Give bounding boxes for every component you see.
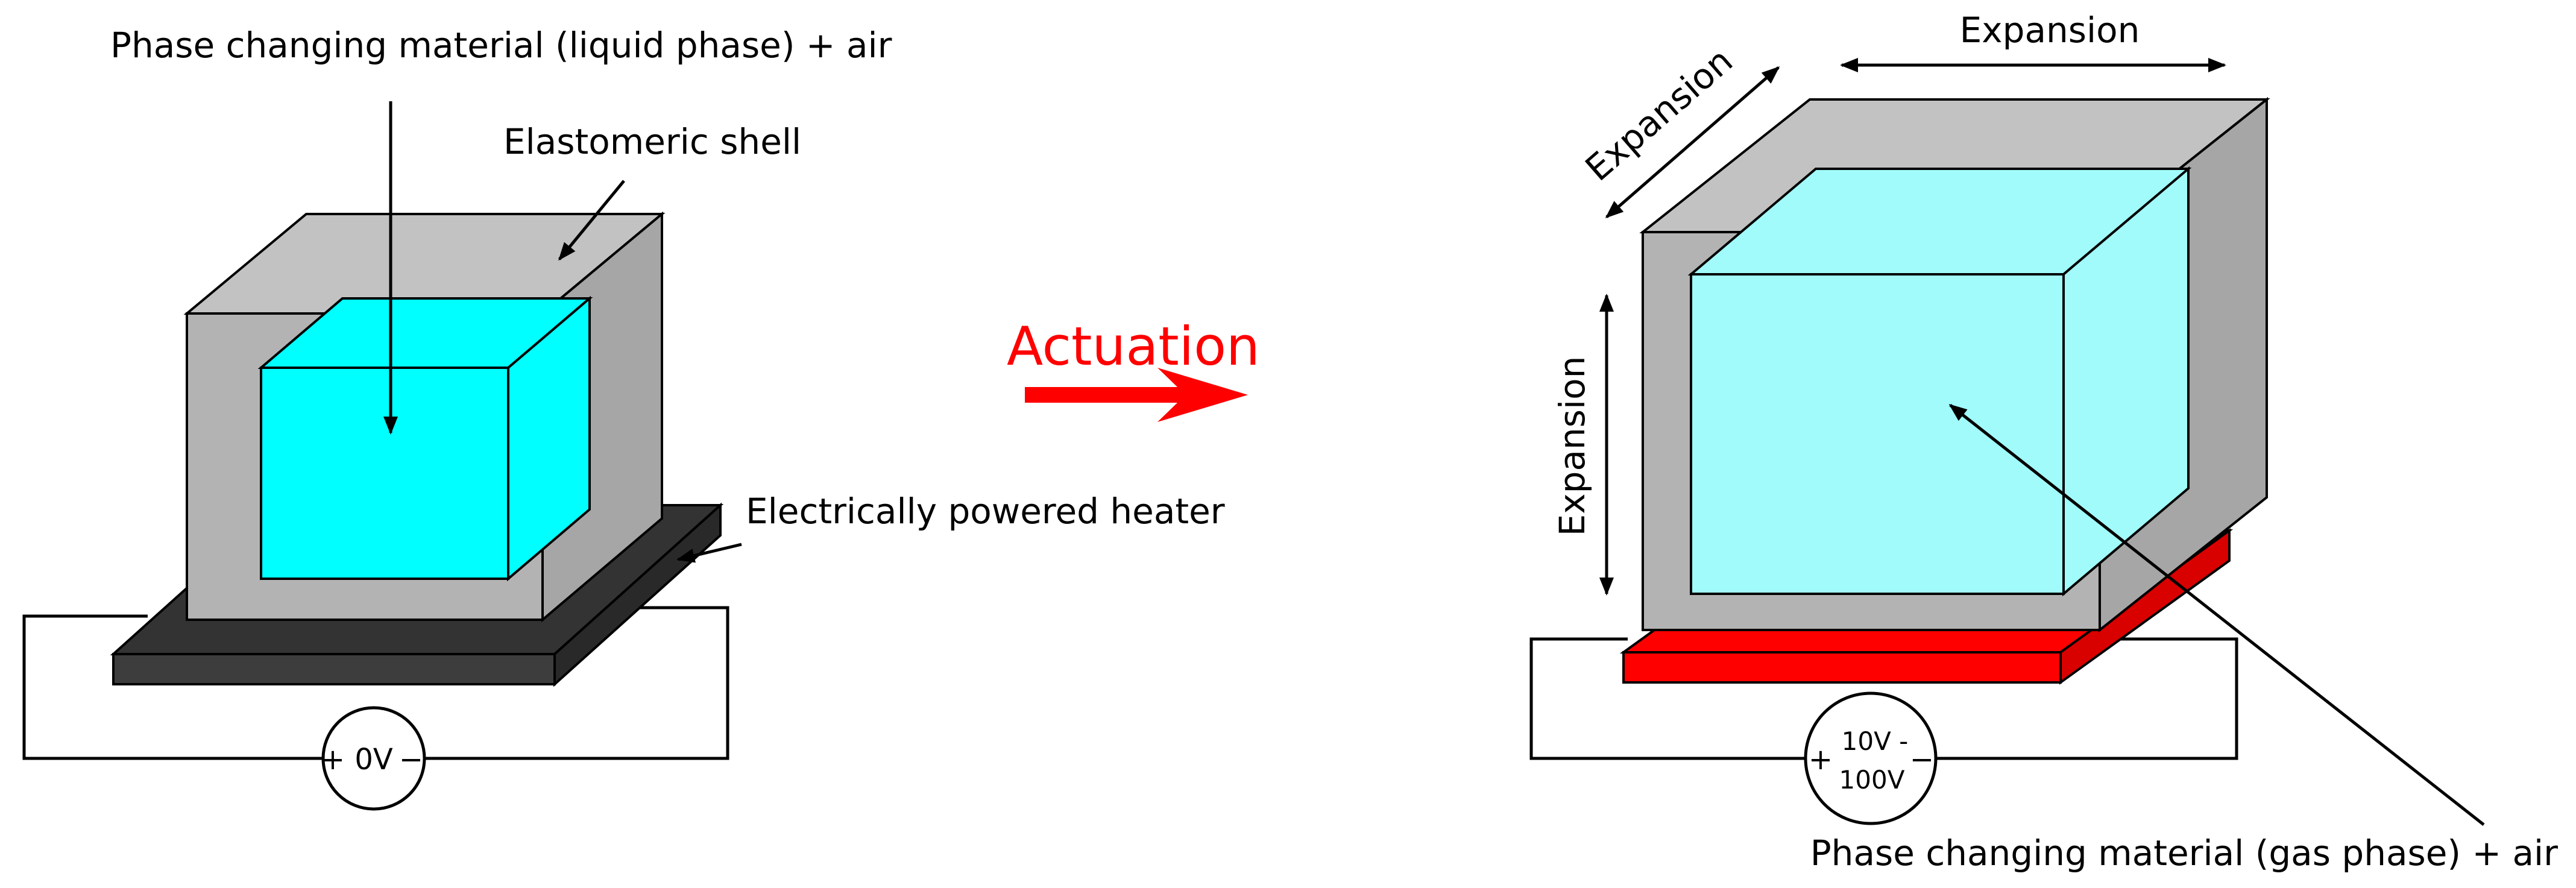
left-heater-arrow (676, 543, 742, 563)
left-circuit-wire (22, 606, 729, 760)
right-gas-pcm-cube (1687, 166, 2192, 597)
left-minus-sign: − (399, 743, 423, 776)
actuation-label: Actuation (1007, 315, 1260, 377)
left-pcm-label: Phase changing material (liquid phase) +… (110, 25, 892, 66)
expansion-top-label: Expansion (1960, 10, 2140, 51)
right-circuit-wire (1529, 637, 2238, 760)
right-state: + 10V - 100V − Expansion Expansion Expan… (1529, 10, 2558, 874)
heater-label: Electrically powered heater (746, 491, 1225, 532)
elastomeric-shell-label: Elastomeric shell (503, 121, 801, 162)
right-voltage-source: + 10V - 100V − (1804, 691, 1938, 825)
left-liquid-pcm-cube (257, 295, 593, 582)
right-plus-sign: + (1809, 743, 1833, 776)
expansion-diagonal-label: Expansion (1578, 40, 1740, 189)
left-shell-arrow (558, 180, 625, 261)
left-voltage-label: 0V (354, 743, 393, 776)
left-voltage-source: + 0V − (321, 706, 426, 811)
actuation-transition: Actuation (1007, 315, 1260, 422)
right-pcm-arrow (1948, 404, 2485, 826)
expansion-vertical-label: Expansion (1552, 356, 1593, 537)
right-minus-sign: − (1910, 743, 1934, 776)
left-plus-sign: + (321, 743, 345, 776)
expansion-diagonal-arrow (1605, 66, 1780, 218)
right-pcm-label: Phase changing material (gas phase) + ai… (1810, 833, 2558, 874)
actuation-arrow (1025, 368, 1248, 422)
left-state: + 0V − Phase changing material (liquid p… (22, 25, 1225, 811)
right-voltage-line2: 100V (1839, 765, 1905, 795)
right-voltage-line1: 10V - (1842, 726, 1909, 756)
